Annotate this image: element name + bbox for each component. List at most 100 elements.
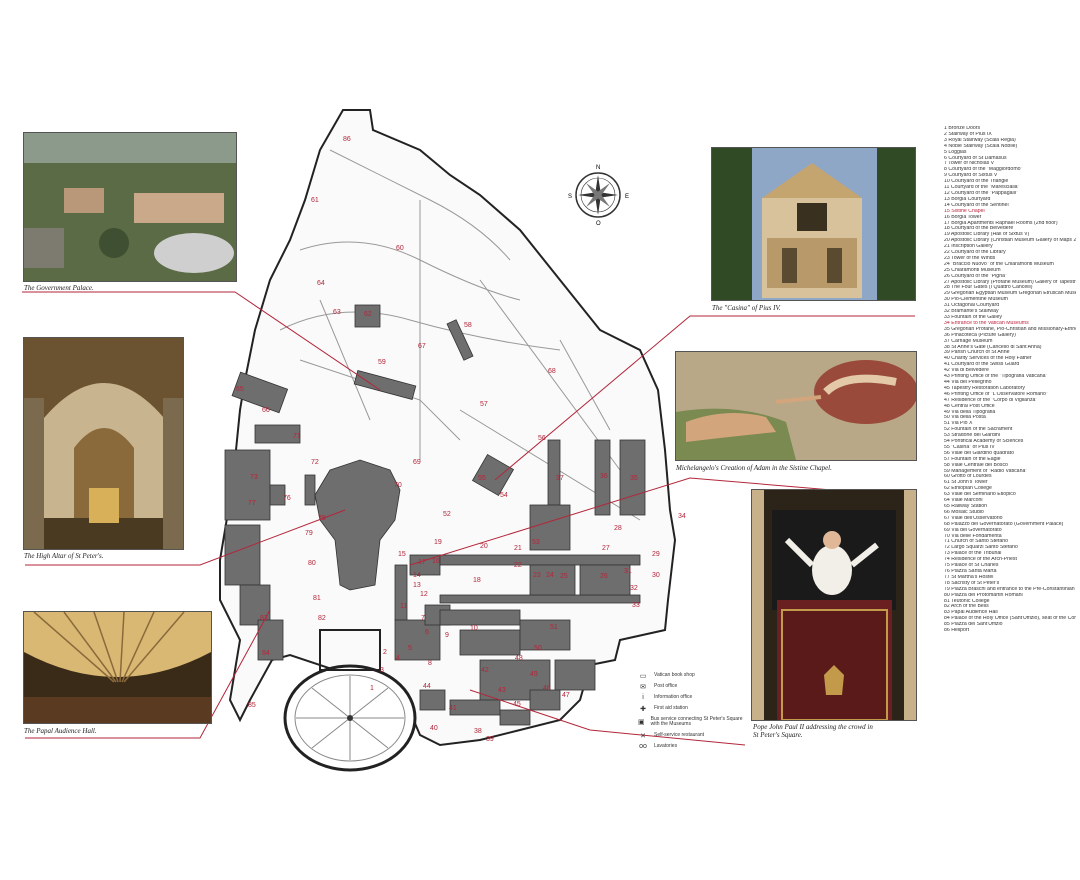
map-number: 44 xyxy=(423,683,431,690)
map-number: 21 xyxy=(514,545,522,552)
map-number: 5 xyxy=(408,645,412,652)
legend-item: 6 Courtyard of St Damasus xyxy=(944,155,1007,161)
legend-item: 62 Ethiopian College xyxy=(944,486,992,492)
legend-item: 35 Gregorian Profane, Pio-Christian and … xyxy=(944,326,1076,332)
legend-item: 15 Sistine Chapel xyxy=(944,208,985,214)
legend-item: 41 Courtyard of the Swiss Guard xyxy=(944,362,1020,368)
map-number: 81 xyxy=(313,595,321,602)
map-number: 26 xyxy=(600,573,608,580)
map-number: 58 xyxy=(464,322,472,329)
book-icon: ▭ xyxy=(639,672,647,680)
key-label: Lavatories xyxy=(654,742,678,749)
legend-item: 21 Inscription Gallery xyxy=(944,244,993,250)
legend-item: 14 Courtyard of the Sentinel xyxy=(944,202,1009,208)
legend-item: 69 Via del Governatorato xyxy=(944,527,1002,533)
map-number: 25 xyxy=(560,573,568,580)
map-number: 69 xyxy=(413,459,421,466)
legend-item: 48 Central Post Office xyxy=(944,403,995,409)
legend-item: 64 Viale Marconi xyxy=(944,498,983,504)
map-number: 18 xyxy=(473,577,481,584)
legend-item: 52 Fountain of the Sacrament xyxy=(944,427,1013,433)
legend-item: 32 Bramante's Stairway xyxy=(944,309,999,315)
map-number: 34 xyxy=(678,513,686,520)
legend-item: 13 Borgia Courtyard xyxy=(944,196,991,202)
key-label: First aid station xyxy=(654,704,688,711)
legend-item: 68 Palazzo del Governatorato (Government… xyxy=(944,521,1064,527)
legend-item: 30 Pio-Clementine Museum xyxy=(944,297,1009,303)
legend-item: 24 "Braccio Nuovo" of the Chiaramonti Mu… xyxy=(944,261,1054,267)
map-number: 52 xyxy=(443,511,451,518)
map-number: 19 xyxy=(434,539,442,546)
legend-item: 23 Tower of the Winds xyxy=(944,255,996,261)
photo-high-altar xyxy=(23,337,184,550)
legend-item: 50 Via della Posta xyxy=(944,415,986,421)
map-number: 86 xyxy=(343,136,351,143)
caption-creation-of-adam: Michelangelo's Creation of Adam in the S… xyxy=(676,464,832,472)
legend-item: 51 Via Pio X xyxy=(944,421,973,427)
key-row: ✚First aid station xyxy=(637,703,747,714)
caption-high-altar: The High Altar of St Peter's. xyxy=(24,552,104,560)
map-number: 63 xyxy=(333,309,341,316)
map-number: 50 xyxy=(534,645,542,652)
legend-item: 5 Loggias xyxy=(944,149,967,155)
map-number: 56 xyxy=(538,435,546,442)
key-label: Bus service connecting St Peter's Square… xyxy=(650,715,743,727)
map-number: 73 xyxy=(250,474,258,481)
legend-item: 74 Residence of the Arch-Priest xyxy=(944,557,1017,563)
map-number: 77 xyxy=(248,500,256,507)
key-row: ✕Self-service restaurant xyxy=(637,730,747,741)
map-number: 16 xyxy=(432,558,440,565)
legend-item: 36 Pinacoteca (Picture Gallery) xyxy=(944,332,1016,338)
map-number: 83 xyxy=(260,615,268,622)
compass-rose: N S E O xyxy=(568,165,629,227)
map-number: 45 xyxy=(513,701,521,708)
legend-item: 49 Via della Tipografia xyxy=(944,409,996,415)
legend-item: 16 Borgia Tower xyxy=(944,214,982,220)
legend-item: 17 Borgia Apartments Raphael Rooms (2nd … xyxy=(944,220,1058,226)
map-number: 10 xyxy=(470,625,478,632)
legend-item: 11 Courtyard of the "Marescialla" xyxy=(944,185,1020,191)
map-number: 33 xyxy=(632,602,640,609)
legend-item: 42 Via di Belvedere xyxy=(944,368,989,374)
legend-item: 63 Viale del Seminario Etiopico xyxy=(944,492,1016,498)
map-number: 24 xyxy=(546,572,554,579)
map-number: 79 xyxy=(305,530,313,537)
legend-item: 71 Church of Santo Stefano xyxy=(944,539,1009,545)
legend-item: 59 Management of "Radio Vaticana" xyxy=(944,468,1028,474)
key-label: Vatican book shop xyxy=(654,671,695,678)
legend-item: 45 Tapestry Restoration Laboratory xyxy=(944,385,1025,391)
key-row: ▣Bus service connecting St Peter's Squar… xyxy=(637,714,747,730)
key-row: ✉Post office xyxy=(637,681,747,692)
map-number: 22 xyxy=(514,562,522,569)
map-number: 42 xyxy=(481,667,489,674)
legend-item: 58 Viale Centrale del Bosco xyxy=(944,462,1008,468)
legend-item: 34 Entrance to the Vatican Museums xyxy=(944,320,1029,326)
map-number: 43 xyxy=(498,687,506,694)
key-label: Self-service restaurant xyxy=(654,731,705,738)
map-number: 12 xyxy=(420,591,428,598)
map-number: 41 xyxy=(449,705,457,712)
compass-e: E xyxy=(625,194,629,200)
legend-item: 77 St Martha's Hostel xyxy=(944,574,994,580)
map-number: 67 xyxy=(418,343,426,350)
map-number: 3 xyxy=(380,667,384,674)
map-number: 14 xyxy=(413,572,421,579)
legend-item: 20 Apostolic Library (Christian Museum G… xyxy=(944,238,1076,244)
legend-item: 43 Printing Office of the "Tipografia Va… xyxy=(944,374,1048,380)
map-number: 71 xyxy=(293,433,301,440)
legend-item: 19 Apostolic Library (Hall of Sixtus V) xyxy=(944,232,1030,238)
legend-item: 75 Palace of St Charles xyxy=(944,563,999,569)
legend-item: 3 Royal Stairway (Scala Regia) xyxy=(944,137,1016,143)
map-number: 35 xyxy=(630,475,638,482)
map-number: 4 xyxy=(396,655,400,662)
map-number: 1 xyxy=(370,685,374,692)
map-number: 20 xyxy=(480,543,488,550)
map-number: 51 xyxy=(550,624,558,631)
photo-government-palace xyxy=(23,132,237,282)
legend-item: 10 Courtyard of the Triangle xyxy=(944,179,1009,185)
legend-item: 40 Charity Services of the Holy Father xyxy=(944,356,1032,362)
legend-item: 67 Viale dell'Osservatorio xyxy=(944,515,1003,521)
legend-item: 70 Via delle Fondamenta xyxy=(944,533,1002,539)
